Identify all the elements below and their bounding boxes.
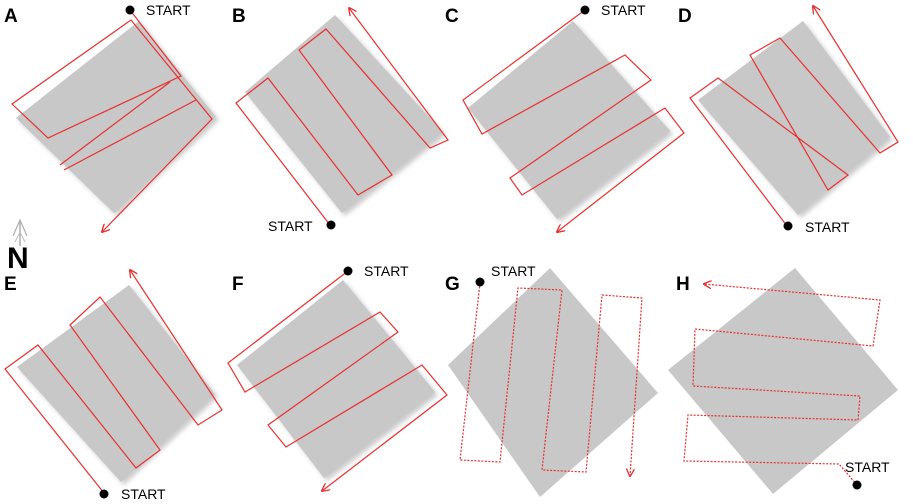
panel-f: F START	[227, 263, 448, 491]
start-label-b: START	[268, 218, 313, 234]
north-label: N	[7, 242, 29, 275]
panel-a: A START	[4, 2, 219, 232]
panel-label-a: A	[4, 6, 18, 27]
panel-label-f: F	[232, 274, 244, 295]
panel-c: C START	[445, 2, 685, 232]
north-indicator: N	[7, 218, 29, 275]
panel-label-b: B	[232, 6, 246, 27]
start-marker-f	[343, 266, 353, 276]
start-marker-e	[99, 489, 109, 499]
panel-d: D START	[678, 6, 899, 235]
panel-label-h: H	[676, 274, 690, 295]
start-marker-a	[125, 5, 135, 15]
panel-b: B START	[232, 6, 449, 234]
start-marker-h	[852, 480, 862, 490]
panel-label-g: G	[445, 274, 460, 295]
start-label-d: START	[805, 219, 850, 235]
panel-label-e: E	[4, 274, 17, 295]
field-f	[237, 280, 435, 478]
panel-label-c: C	[445, 6, 459, 27]
north-arrow-icon	[12, 218, 28, 246]
start-label-e: START	[121, 486, 166, 502]
field-b	[245, 15, 443, 213]
start-marker-d	[783, 221, 793, 231]
field-d	[698, 21, 890, 215]
start-marker-b	[326, 220, 336, 230]
panel-h: H START	[668, 268, 898, 494]
field-h	[668, 268, 898, 494]
flight-path-d	[689, 6, 899, 227]
panel-label-d: D	[678, 6, 692, 27]
field-e	[17, 285, 215, 482]
start-marker-c	[580, 5, 590, 15]
flight-path-e	[4, 270, 223, 494]
flight-path-a-inner	[59, 81, 197, 171]
start-label-a: START	[146, 2, 191, 18]
panel-g: G START	[445, 263, 658, 497]
flight-path-f	[227, 270, 448, 491]
field-a	[16, 21, 216, 213]
start-marker-g	[475, 277, 485, 287]
flight-path-c	[462, 9, 685, 232]
start-label-h: START	[845, 459, 890, 475]
flight-path-b	[235, 8, 449, 226]
start-label-f: START	[364, 263, 409, 279]
panel-e: E START	[4, 270, 223, 502]
field-c	[468, 21, 670, 219]
start-label-c: START	[601, 2, 646, 18]
field-g	[448, 268, 658, 497]
start-label-g: START	[491, 263, 536, 279]
flight-path-a	[11, 9, 213, 232]
flight-path-h	[683, 284, 881, 486]
